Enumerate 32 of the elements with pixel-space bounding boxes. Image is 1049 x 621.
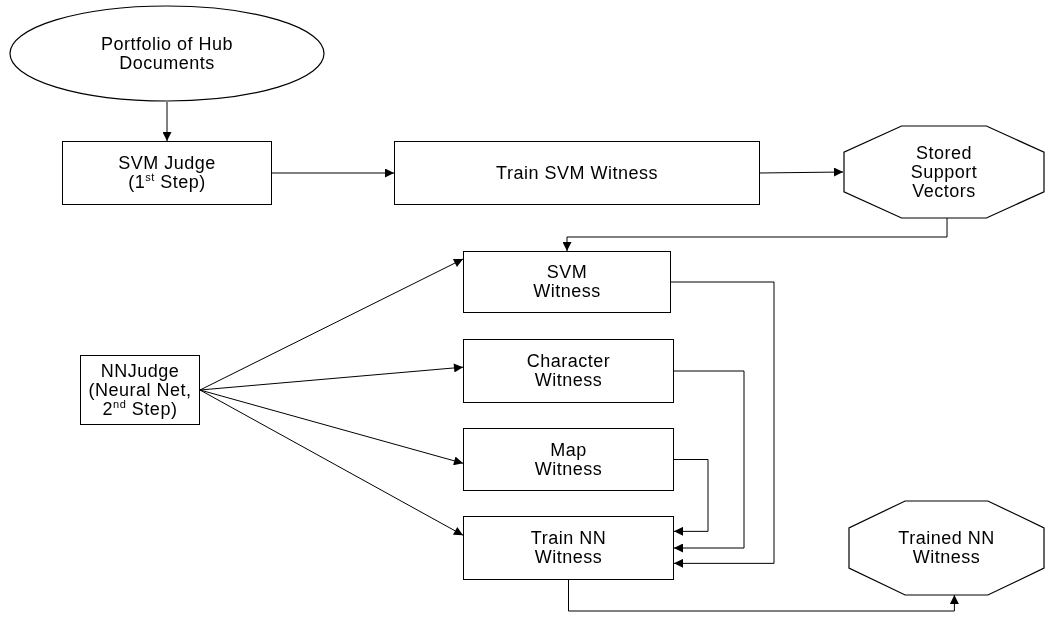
input-ellipse bbox=[9, 5, 325, 102]
arrow bbox=[670, 281, 775, 568]
box-label: Character Witness bbox=[525, 352, 612, 390]
process-box bbox=[394, 141, 760, 205]
box-label: NNJudge (Neural Net, 2$^{nd}$ Step) bbox=[87, 361, 193, 419]
box-label: Portfolio of Hub Documents bbox=[99, 34, 235, 73]
process-box bbox=[463, 339, 674, 403]
arrow bbox=[568, 579, 959, 612]
box-label: Stored Support Vectors bbox=[909, 143, 979, 201]
arrow bbox=[759, 167, 844, 177]
process-box bbox=[62, 141, 272, 205]
box-label: Trained NN Witness bbox=[897, 529, 996, 567]
box-label: Map Witness bbox=[533, 440, 604, 479]
arrow bbox=[271, 168, 395, 178]
process-box bbox=[463, 251, 671, 313]
arrow bbox=[199, 258, 464, 391]
arrow bbox=[199, 363, 464, 391]
arrow bbox=[199, 389, 464, 536]
arrow bbox=[199, 389, 464, 466]
arrow bbox=[162, 101, 172, 142]
process-box bbox=[80, 355, 200, 425]
arrow bbox=[673, 370, 745, 553]
arrow bbox=[673, 459, 709, 536]
box-label: SVM Witness bbox=[532, 263, 602, 301]
process-box bbox=[463, 428, 674, 491]
arrow bbox=[562, 217, 948, 252]
storage-octagon bbox=[843, 125, 1045, 219]
storage-octagon bbox=[848, 500, 1045, 596]
box-label: Train SVM Witness bbox=[495, 163, 659, 183]
box-label: Train NN Witness bbox=[529, 529, 608, 567]
box-label: SVM Judge (1$^{st}$ Step) bbox=[117, 154, 217, 192]
process-box bbox=[463, 516, 674, 580]
